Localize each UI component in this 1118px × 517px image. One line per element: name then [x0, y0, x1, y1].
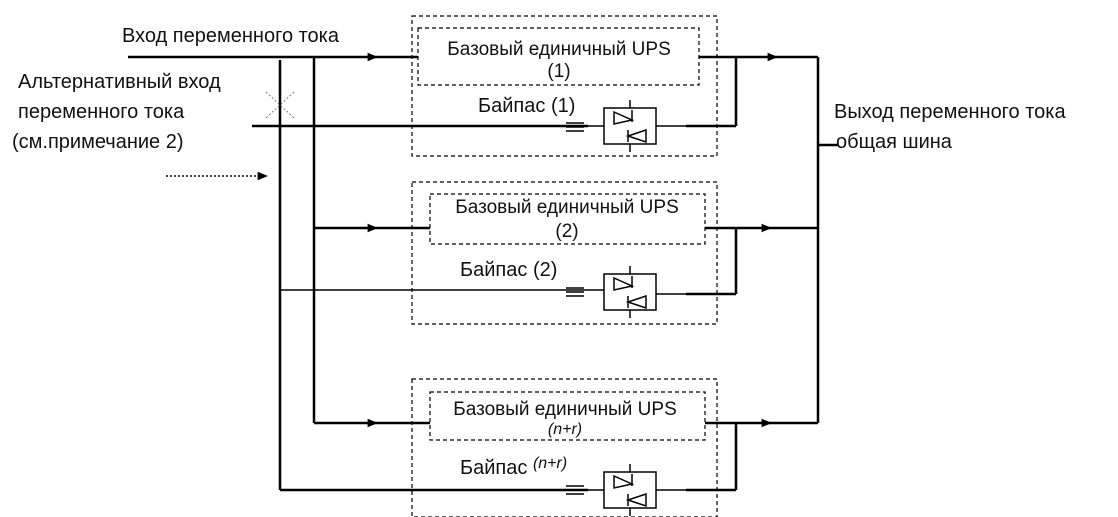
output-label-line2: общая шина — [836, 131, 952, 153]
alternative-input-bus — [252, 60, 588, 492]
ups-unit-1-title: Базовый единичный UPS — [447, 39, 671, 60]
ups-unit-2-inner-box — [429, 193, 706, 245]
output-arrows — [736, 52, 779, 428]
bypass-switch-3 — [566, 464, 686, 516]
bypass-3-label: Байпас (n+r) — [460, 455, 568, 482]
ups-unit-3-outer-box — [411, 378, 718, 517]
bypass-switch-1 — [566, 100, 686, 152]
ups-unit-2-index: (2) — [555, 221, 579, 242]
alt-input-label-line3: (см.примечание 2) — [12, 131, 184, 153]
ups-unit-1-outer-box — [411, 15, 718, 157]
ac-input-label: Вход переменного тока — [122, 25, 339, 47]
bypass-2-index: (2) — [532, 259, 558, 281]
bypass-1-index: (1) — [550, 95, 576, 117]
bypass-3-index: (n+r) — [532, 455, 568, 472]
bypass-switch-2 — [566, 266, 686, 318]
bypass-3-text: Байпас — [460, 457, 528, 479]
alt-input-label-line1: Альтернативный вход — [18, 71, 221, 93]
input-arrows — [340, 52, 379, 428]
ups-unit-3-title: Базовый единичный UPS — [453, 399, 677, 420]
output-label-line1: Выход переменного тока — [834, 101, 1066, 123]
bypass-2-text: Байпас — [460, 259, 528, 281]
ups-unit-1-index: (1) — [547, 61, 571, 82]
ups-unit-2-outer-box — [411, 181, 718, 325]
ups-unit-3-index: (n+r) — [547, 421, 583, 438]
bypass-2-label: Байпас (2) — [460, 258, 557, 282]
alt-input-label-line2: переменного тока — [18, 101, 185, 123]
output-bus — [686, 55, 838, 492]
ups-unit-2-title: Базовый единичный UPS — [455, 197, 679, 218]
bypass-1-text: Байпас — [478, 95, 546, 117]
bypass-1-label: Байпас (1) — [478, 94, 575, 118]
